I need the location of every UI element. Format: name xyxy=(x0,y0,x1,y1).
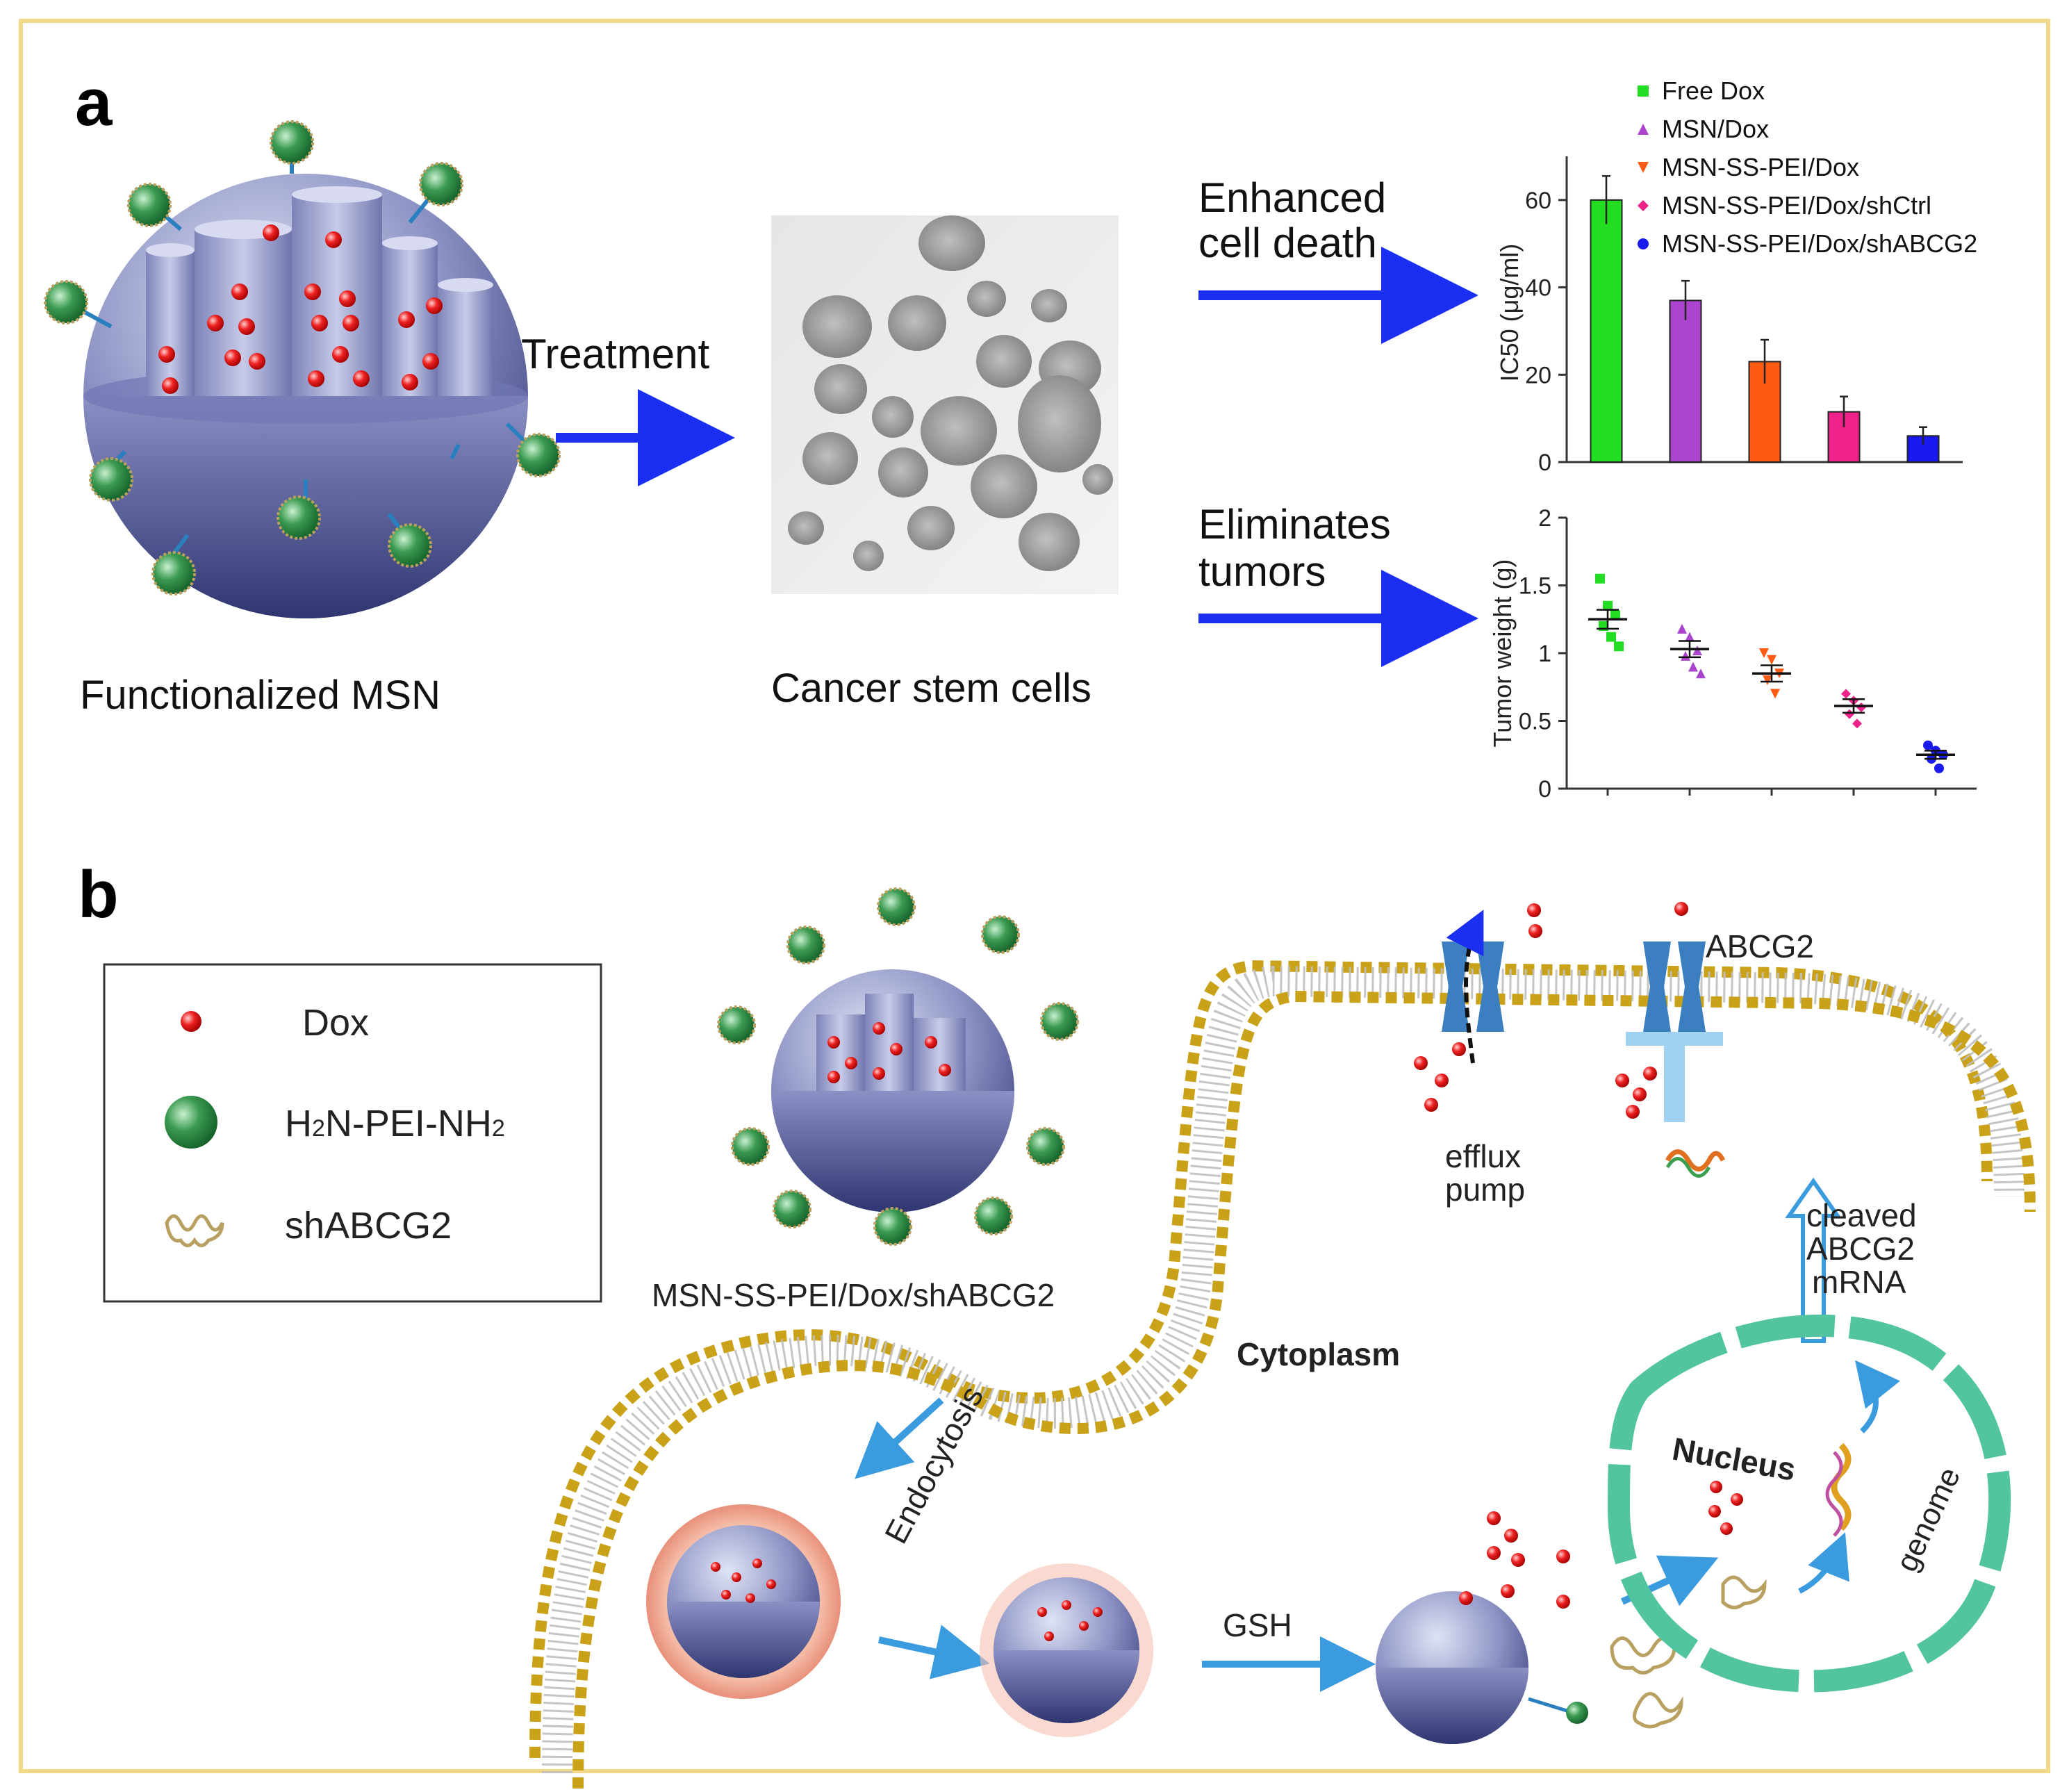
scatter-point xyxy=(1681,650,1690,661)
abcg2-pump-illustration xyxy=(1626,942,1723,1122)
nucleus-label: Nucleus xyxy=(1670,1431,1798,1488)
cancer-stem-cells-micrograph xyxy=(771,215,1119,594)
free-shrna-icon xyxy=(1610,1636,1683,1729)
scatter-point xyxy=(1614,641,1624,652)
cell-membrane xyxy=(529,960,2036,1789)
scatter-y-tick-label: 0 xyxy=(1538,776,1551,803)
legend-marker xyxy=(1638,200,1649,211)
legend-label: MSN-SS-PEI/Dox xyxy=(1662,153,1859,181)
pei-legend-label-b: 2 xyxy=(312,1115,325,1142)
efflux-label-line2: pump xyxy=(1445,1172,1525,1208)
ic50-bar-chart: IC50 (μg/ml) 0 20 40 60 xyxy=(1495,156,1963,476)
dox-legend-label: Dox xyxy=(302,1002,369,1044)
scatter-y-tick-label: 0.5 xyxy=(1519,709,1551,735)
scatter-point xyxy=(1923,740,1933,750)
bar-y-tick-label: 40 xyxy=(1525,275,1551,302)
endocytosis-arrow xyxy=(855,1397,944,1479)
bar xyxy=(1590,199,1623,463)
nanoparticle-caption: MSN-SS-PEI/Dox/shABCG2 xyxy=(652,1277,1055,1313)
scatter-point xyxy=(1759,648,1769,658)
scatter-y-tick-label: 1 xyxy=(1538,641,1551,667)
cleaved-label-line2: ABCG2 xyxy=(1806,1231,1915,1267)
sh-legend-label: shABCG2 xyxy=(285,1205,452,1247)
scatter-point xyxy=(1845,709,1854,719)
scatter-point xyxy=(1606,632,1616,642)
legend-marker xyxy=(1638,162,1649,173)
scatter-point xyxy=(1770,689,1780,699)
treatment-label: Treatment xyxy=(521,331,710,377)
legend-marker xyxy=(1638,238,1649,249)
legend-label: Free Dox xyxy=(1662,76,1765,105)
pei-legend-label: H2N-PEI-NH2 xyxy=(285,1103,505,1144)
efflux-pump-illustration xyxy=(1442,910,1504,1064)
shrna-legend-icon xyxy=(165,1214,224,1247)
bar-y-tick-label: 0 xyxy=(1538,450,1551,476)
scatter-point xyxy=(1677,623,1687,634)
escaped-nanoparticle-illustration xyxy=(980,1563,1153,1737)
pei-legend-icon xyxy=(165,1096,217,1149)
functionalized-msn-illustration xyxy=(44,120,561,618)
cells-caption: Cancer stem cells xyxy=(771,666,1091,711)
panel-a: a xyxy=(44,65,1977,803)
bar-y-tick-label: 20 xyxy=(1525,362,1551,388)
msn-caption: Functionalized MSN xyxy=(80,673,440,718)
arrow1-label-line2: cell death xyxy=(1198,220,1377,266)
gsh-label: GSH xyxy=(1223,1607,1292,1643)
scatter-y-tick-label: 1.5 xyxy=(1519,573,1551,600)
tumor-weight-scatter-chart: Tumor weight (g) 0 0.5 1 1.5 2 xyxy=(1488,505,1977,803)
pei-legend-label-d: 2 xyxy=(492,1115,505,1142)
legend-marker xyxy=(1638,85,1649,97)
bar-y-label: IC50 (μg/ml) xyxy=(1495,244,1524,382)
cytoplasm-label: Cytoplasm xyxy=(1237,1336,1400,1372)
extracellular-dox xyxy=(1414,902,1688,1119)
released-msn-illustration xyxy=(1376,1591,1588,1744)
chart-legend: Free DoxMSN/DoxMSN-SS-PEI/DoxMSN-SS-PEI/… xyxy=(1638,76,1977,258)
scatter-point xyxy=(1856,702,1866,712)
scatter-point xyxy=(1685,632,1695,642)
nucleus-illustration xyxy=(1607,1315,2011,1693)
cleaved-mrna-icon xyxy=(1665,1149,1726,1172)
dox-legend-icon xyxy=(181,1011,201,1032)
scatter-point xyxy=(1603,600,1613,611)
bar-y-tick-label: 60 xyxy=(1525,188,1551,214)
panel-a-label: a xyxy=(75,65,113,140)
legend-label: MSN-SS-PEI/Dox/shABCG2 xyxy=(1662,229,1977,258)
figure-border xyxy=(19,19,2050,1773)
released-dox xyxy=(1459,1511,1570,1609)
panel-b-label: b xyxy=(78,857,119,932)
scatter-point xyxy=(1841,689,1851,699)
genome-label: genome xyxy=(1890,1462,1968,1577)
scatter-y-tick-label: 2 xyxy=(1538,505,1551,532)
cleaved-label-line3: mRNA xyxy=(1812,1264,1906,1300)
arrow2-label-line2: tumors xyxy=(1198,548,1326,595)
legend-marker xyxy=(1638,124,1649,135)
pei-legend-label-c: N-PEI-NH xyxy=(325,1103,492,1144)
bar xyxy=(1669,299,1702,463)
efflux-label-line1: efflux xyxy=(1445,1138,1521,1174)
scatter-point xyxy=(1595,573,1605,584)
scatter-y-label: Tumor weight (g) xyxy=(1488,559,1517,748)
msn-nanoparticle-illustration xyxy=(717,887,1079,1246)
scatter-point xyxy=(1696,668,1706,679)
panel-b: b Dox H2N-PEI-NH2 shABCG2 xyxy=(78,857,2036,1789)
cleaved-label-line1: cleaved xyxy=(1806,1197,1917,1233)
scatter-point xyxy=(1767,655,1777,665)
scatter-point xyxy=(1610,610,1620,620)
arrow1-label-line1: Enhanced xyxy=(1198,174,1386,221)
scatter-point xyxy=(1934,763,1944,773)
pei-legend-label-a: H xyxy=(285,1103,312,1144)
endosome-illustration xyxy=(646,1504,841,1699)
scatter-point xyxy=(1692,646,1702,656)
abcg2-label: ABCG2 xyxy=(1706,928,1814,964)
legend-label: MSN/Dox xyxy=(1662,115,1769,143)
scatter-point xyxy=(1688,661,1698,672)
panel-b-legend: Dox H2N-PEI-NH2 shABCG2 xyxy=(103,963,602,1303)
endosome-escape-arrow xyxy=(877,1625,990,1679)
scatter-point xyxy=(1763,675,1772,685)
legend-label: MSN-SS-PEI/Dox/shCtrl xyxy=(1662,191,1931,220)
scatter-point xyxy=(1852,718,1862,729)
arrow2-label-line1: Eliminates xyxy=(1198,501,1391,548)
